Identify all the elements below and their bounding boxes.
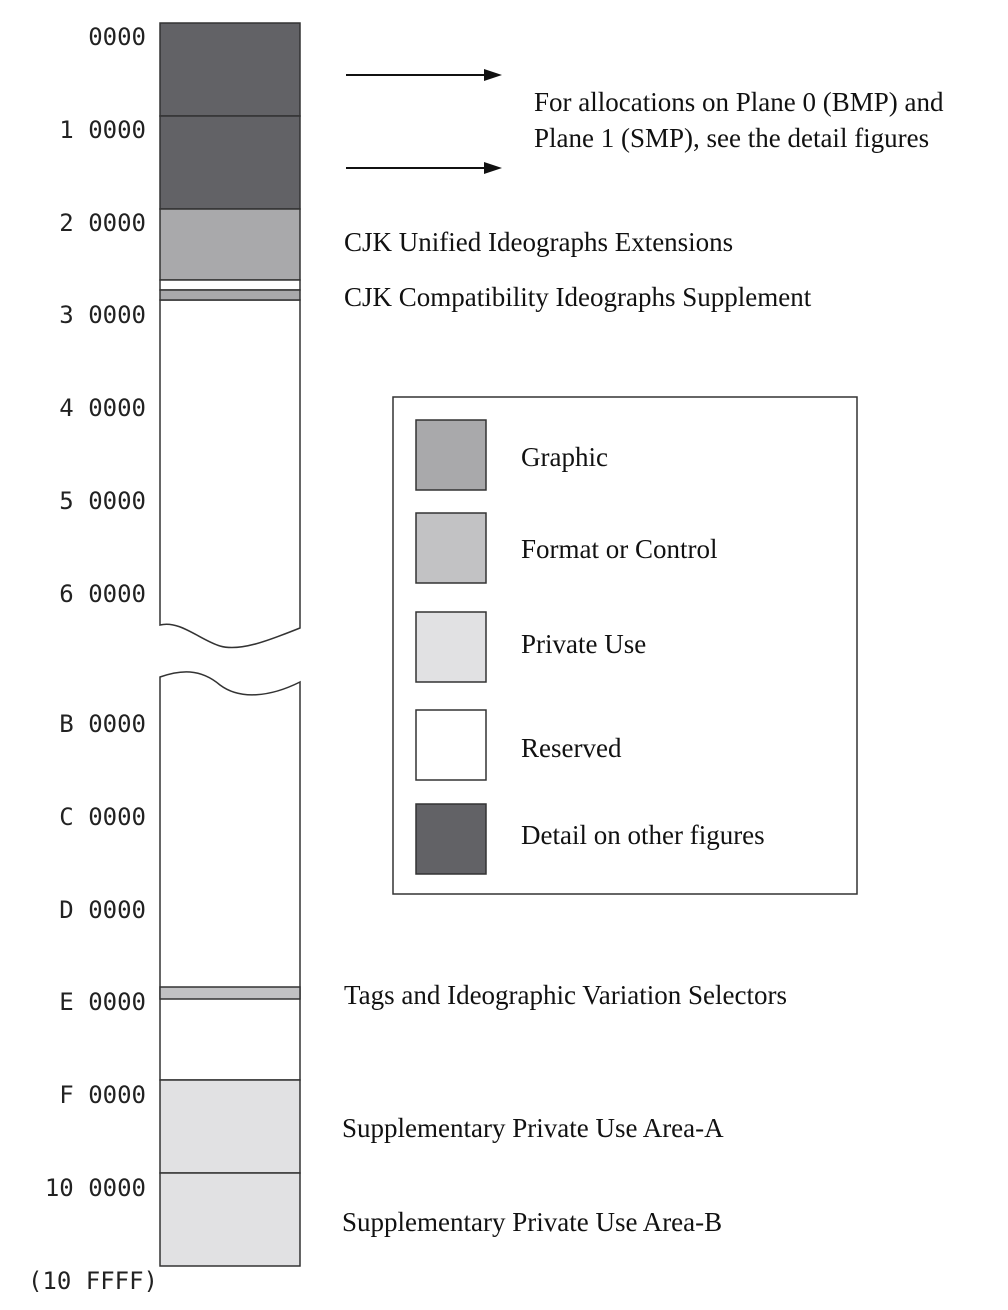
legend-swatch-reserved <box>415 709 487 781</box>
bar-upper-reserved-body <box>159 299 301 649</box>
address-labels: 0000 1 0000 2 0000 3 0000 4 0000 5 0000 … <box>28 23 158 1295</box>
address-label-0: 0000 <box>88 23 146 51</box>
annotations: For allocations on Plane 0 (BMP) and Pla… <box>342 87 944 1237</box>
legend-label-reserved: Reserved <box>521 733 622 763</box>
cjk-compat-block <box>159 289 301 301</box>
tags-label: Tags and Ideographic Variation Selectors <box>344 980 787 1010</box>
legend-label-graphic: Graphic <box>521 442 608 472</box>
detail-note-line-2: Plane 1 (SMP), see the detail figures <box>534 123 929 153</box>
arrow-plane-0-head-icon <box>484 69 502 81</box>
address-label-d: D 0000 <box>59 896 146 924</box>
tags-block <box>159 986 301 1000</box>
legend-swatch-private <box>415 611 487 683</box>
address-label-1: 1 0000 <box>59 116 146 144</box>
address-label-b: B 0000 <box>59 710 146 738</box>
spua-a-label: Supplementary Private Use Area-A <box>342 1113 724 1143</box>
detail-arrows <box>346 69 502 174</box>
cjk-extensions-block <box>159 208 301 281</box>
codespace-bar-lower <box>159 671 301 1267</box>
legend-label-format: Format or Control <box>521 534 718 564</box>
codespace-bar-upper <box>159 22 301 649</box>
legend-swatch-detail <box>415 803 487 875</box>
cjk-extensions-label: CJK Unified Ideographs Extensions <box>344 227 733 257</box>
address-label-5: 5 0000 <box>59 487 146 515</box>
plane-0-block <box>159 22 301 117</box>
bar-lower-reserved-body <box>159 671 301 1081</box>
legend-label-private: Private Use <box>521 629 646 659</box>
cjk-compat-label: CJK Compatibility Ideographs Supplement <box>344 282 812 312</box>
spua-b-block <box>159 1172 301 1267</box>
legend-swatch-format <box>415 512 487 584</box>
plane-1-block <box>159 115 301 210</box>
address-label-3: 3 0000 <box>59 301 146 329</box>
legend-swatch-graphic <box>415 419 487 491</box>
detail-note-line-1: For allocations on Plane 0 (BMP) and <box>534 87 944 117</box>
address-label-2: 2 0000 <box>59 209 146 237</box>
address-label-f: F 0000 <box>59 1081 146 1109</box>
arrow-plane-1-head-icon <box>484 162 502 174</box>
address-label-end: (10 FFFF) <box>28 1267 158 1295</box>
address-label-6: 6 0000 <box>59 580 146 608</box>
spua-b-label: Supplementary Private Use Area-B <box>342 1207 722 1237</box>
spua-a-block <box>159 1079 301 1174</box>
reserved-thin-block <box>159 279 301 291</box>
address-label-e: E 0000 <box>59 988 146 1016</box>
legend-label-detail: Detail on other figures <box>521 820 765 850</box>
address-label-c: C 0000 <box>59 803 146 831</box>
address-label-4: 4 0000 <box>59 394 146 422</box>
legend: Graphic Format or Control Private Use Re… <box>392 396 858 895</box>
address-label-10: 10 0000 <box>45 1174 146 1202</box>
